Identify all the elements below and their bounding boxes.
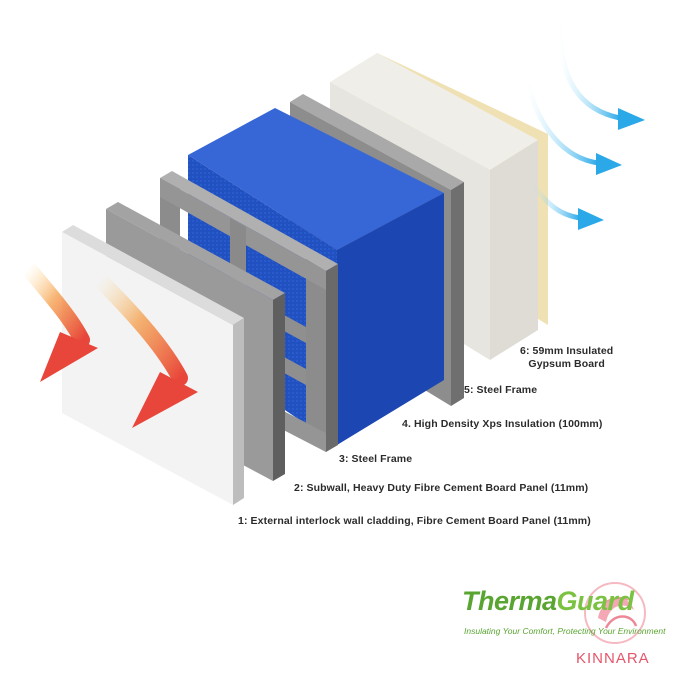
layer-3-label: 3: Steel Frame — [339, 453, 413, 465]
brand-tagline: Insulating Your Comfort, Protecting Your… — [464, 626, 666, 636]
heat-arrow-icon — [92, 272, 198, 428]
kinnara-logo-text: KINNARA — [576, 650, 650, 667]
thermaguard-logo-text: ThermaGuard — [462, 586, 634, 617]
heat-arrow-icon — [20, 260, 98, 382]
cool-arrow-icon — [530, 182, 604, 230]
cool-arrow-icon — [557, 25, 645, 130]
brand-name-part2: Guard — [556, 586, 635, 616]
brand-logo: ThermaGuard Insulating Your Comfort, Pro… — [462, 582, 677, 679]
brand-name-part1: Therma — [462, 586, 557, 616]
layer-1-external-cladding — [62, 225, 244, 505]
layer-6-label-line1: 6: 59mm Insulated — [520, 345, 614, 357]
cool-arrow-icon — [525, 82, 622, 175]
layer-4-label: 4. High Density Xps Insulation (100mm) — [402, 418, 603, 430]
layer-6-label: 6: 59mm Insulated Gypsum Board — [520, 345, 613, 371]
layer-1-label: 1: External interlock wall cladding, Fib… — [238, 515, 591, 527]
layer-2-label: 2: Subwall, Heavy Duty Fibre Cement Boar… — [294, 482, 589, 494]
layer-6-label-line2: Gypsum Board — [528, 358, 605, 370]
kinnara-emblem-icon — [584, 582, 646, 644]
layer-5-label: 5: Steel Frame — [464, 384, 538, 396]
